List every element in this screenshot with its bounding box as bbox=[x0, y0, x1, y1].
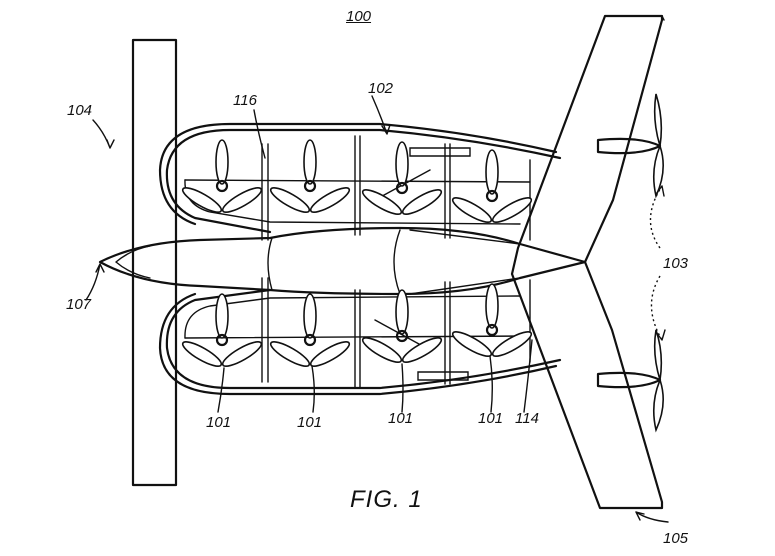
label-101-d: 101 bbox=[478, 410, 504, 427]
rotor-upper-3 bbox=[361, 141, 443, 215]
figure-caption: FIG. 1 bbox=[350, 486, 423, 513]
rotor-upper-4 bbox=[451, 149, 533, 223]
label-104: 104 bbox=[67, 102, 93, 119]
label-105: 105 bbox=[663, 530, 689, 547]
rotor-lower-4 bbox=[451, 283, 533, 357]
upper-boom bbox=[158, 122, 562, 241]
rotor-lower-1 bbox=[181, 293, 263, 367]
front-wing bbox=[131, 38, 178, 487]
lower-boom bbox=[158, 277, 562, 396]
label-101-a: 101 bbox=[206, 414, 232, 431]
label-114: 114 bbox=[515, 410, 539, 427]
figure-ref-label: 100 bbox=[346, 8, 372, 25]
label-102: 102 bbox=[368, 80, 394, 97]
label-116: 116 bbox=[233, 92, 257, 109]
rotor-lower-2 bbox=[269, 293, 351, 367]
label-101-b: 101 bbox=[297, 414, 323, 431]
label-107: 107 bbox=[66, 296, 92, 313]
rotor-lower-3 bbox=[361, 289, 443, 363]
leader-lines bbox=[85, 95, 669, 523]
tail-prop-lower bbox=[596, 329, 664, 433]
tail-prop-upper bbox=[596, 93, 664, 199]
lower-rotors bbox=[181, 283, 533, 367]
rotor-upper-2 bbox=[269, 139, 351, 213]
tail-propellers bbox=[596, 93, 664, 433]
rotor-upper-1 bbox=[181, 139, 263, 213]
label-101-c: 101 bbox=[388, 410, 414, 427]
label-103: 103 bbox=[663, 255, 689, 272]
upper-rotors bbox=[181, 139, 533, 223]
rear-wing bbox=[510, 14, 665, 510]
